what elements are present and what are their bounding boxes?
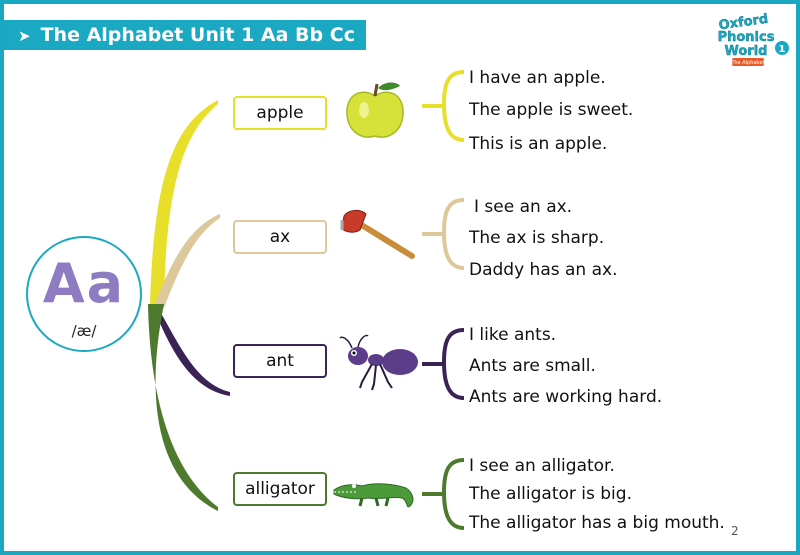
- logo-tag-bg: [732, 58, 764, 66]
- ant-icon: [339, 334, 418, 391]
- branch-ax: [154, 214, 220, 308]
- branch-ant: [156, 308, 230, 396]
- slide-title: The Alphabet Unit 1 Aa Bb Cc: [40, 24, 355, 46]
- word-ant: ant: [233, 344, 327, 378]
- bracket-apple: [422, 70, 465, 142]
- arrowhead-icon: ➤: [18, 27, 31, 45]
- title-bar: ➤ The Alphabet Unit 1 Aa Bb Cc: [4, 20, 366, 50]
- sentence-alligator-3: The alligator has a big mouth.: [469, 513, 725, 533]
- sentence-ax-2: The ax is sharp.: [469, 228, 605, 248]
- branch-alligator: [148, 304, 218, 511]
- sentence-alligator-1: I see an alligator.: [469, 456, 615, 476]
- sentence-apple-2: The apple is sweet.: [469, 100, 634, 120]
- sentence-ant-3: Ants are working hard.: [469, 387, 663, 407]
- letter-circle: Aa /æ/: [26, 236, 142, 352]
- logo-line1: Oxford: [718, 12, 769, 34]
- alligator-icon: [333, 483, 414, 508]
- logo-line2: Phonics: [718, 30, 775, 45]
- letter-glyph: Aa: [42, 252, 126, 315]
- word-ax: ax: [233, 220, 327, 254]
- logo-tag: The Alphabet: [730, 60, 764, 66]
- mindmap-branches: [148, 70, 465, 530]
- sentence-apple-1: I have an apple.: [469, 68, 606, 88]
- oxford-phonics-logo: Oxford Phonics World 1 The Alphabet: [717, 11, 789, 66]
- phonetic-symbol: /æ/: [71, 322, 97, 340]
- sentence-ant-2: Ants are small.: [469, 356, 596, 376]
- sentence-ant-1: I like ants.: [469, 325, 557, 345]
- logo-level: 1: [779, 44, 786, 55]
- sentence-ax-3: Daddy has an ax.: [469, 260, 618, 280]
- bracket-ant: [422, 328, 465, 400]
- word-alligator: alligator: [233, 472, 327, 506]
- page-number: 2: [731, 524, 739, 538]
- logo-line3: World: [725, 44, 768, 59]
- axe-icon: [340, 209, 415, 259]
- bracket-alligator: [422, 458, 465, 530]
- sentence-apple-3: This is an apple.: [469, 134, 608, 154]
- sentence-ax-1: I see an ax.: [474, 197, 573, 217]
- sentence-alligator-2: The alligator is big.: [469, 484, 632, 504]
- branch-apple: [150, 100, 218, 304]
- apple-icon: [346, 82, 404, 138]
- bracket-ax: [422, 198, 465, 270]
- word-apple: apple: [233, 96, 327, 130]
- logo-level-badge: [775, 41, 789, 55]
